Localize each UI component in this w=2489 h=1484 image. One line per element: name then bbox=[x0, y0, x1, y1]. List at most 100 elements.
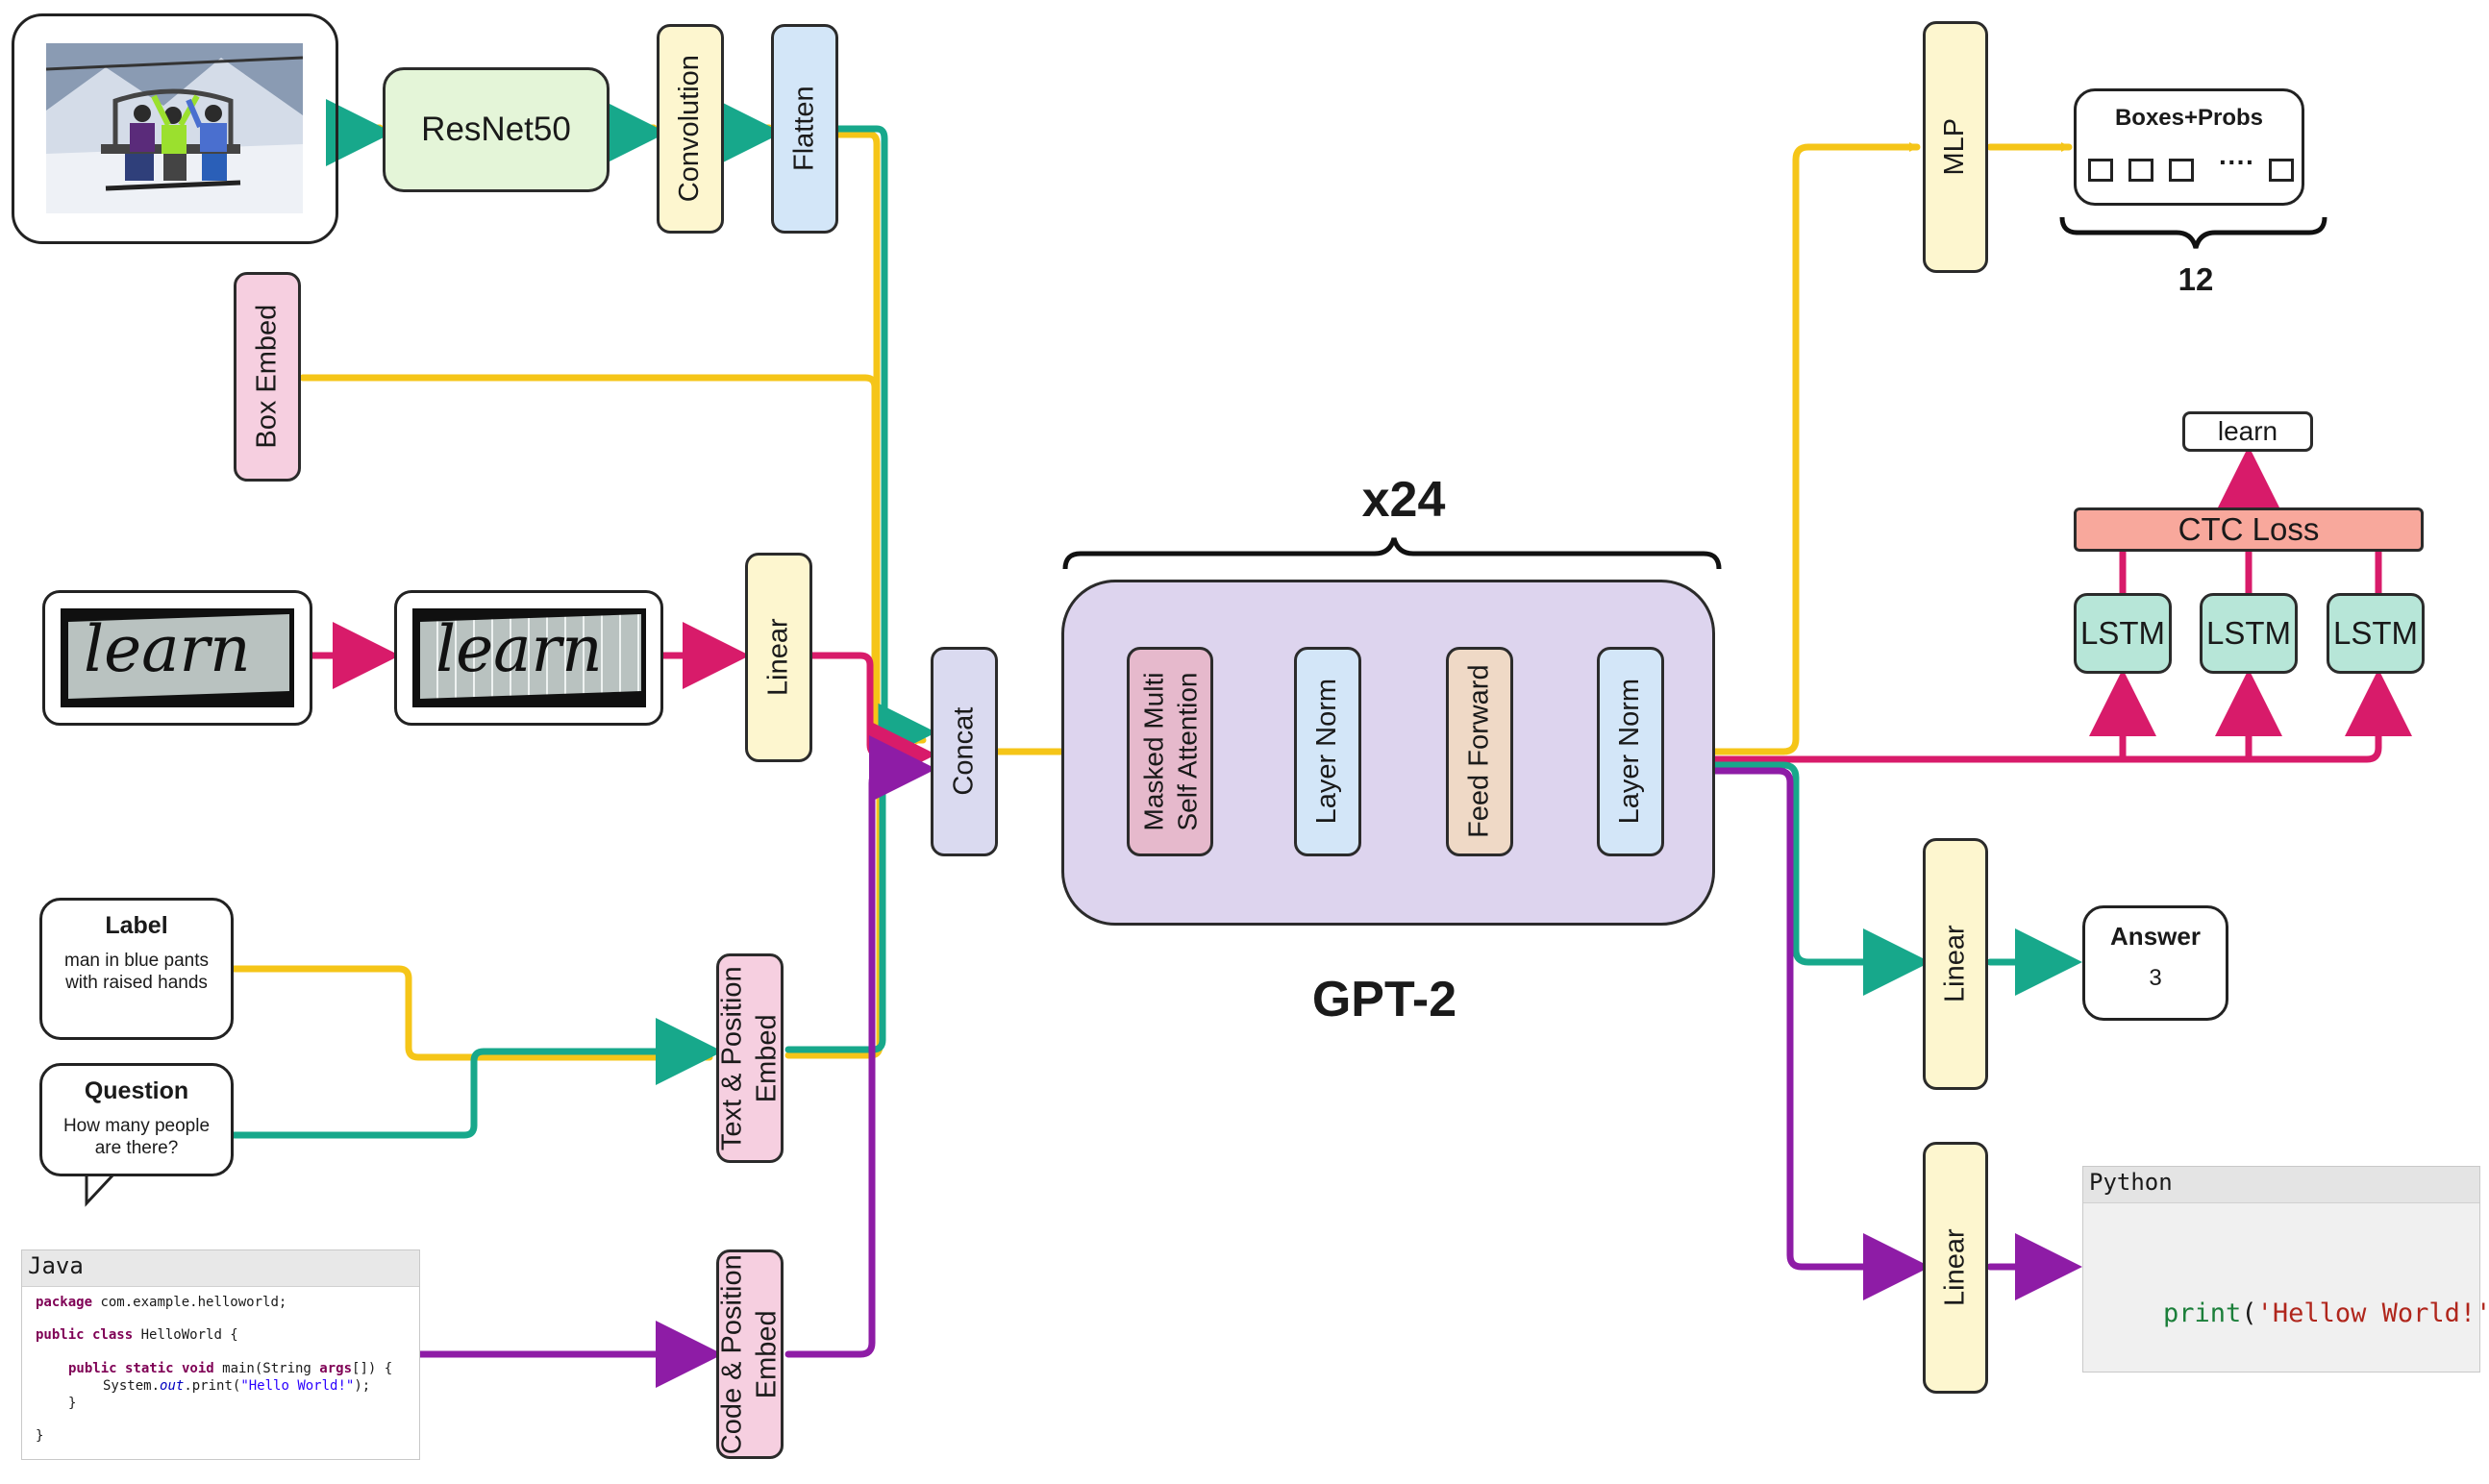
question-card-title: Question bbox=[84, 1077, 189, 1104]
resnet-block: ResNet50 bbox=[383, 67, 610, 192]
lstm-1-block: LSTM bbox=[2074, 593, 2172, 674]
box-slot-3 bbox=[2169, 159, 2194, 182]
wire-gpt-lstm bbox=[1664, 669, 2412, 763]
code-position-embed-label: Code & Position Embed bbox=[715, 1254, 785, 1454]
boxes-probs-card: Boxes+Probs ···· bbox=[2074, 88, 2304, 206]
java-line4-mid: .print( bbox=[184, 1378, 241, 1394]
java-code-panel: Java package com.example.helloworld; pub… bbox=[21, 1249, 420, 1460]
python-code-panel: Python print('Hellow World!') bbox=[2082, 1166, 2489, 1373]
attention-line2: Self Attention bbox=[1172, 672, 1203, 831]
answer-value: 3 bbox=[2149, 965, 2162, 991]
boxes-brace bbox=[2059, 216, 2327, 249]
convolution-label: Convolution bbox=[674, 55, 706, 203]
ocr-sliced-image: learn bbox=[394, 590, 663, 726]
code-embed-line1: Code & Position bbox=[716, 1254, 748, 1454]
wire-question-text-embed bbox=[230, 1018, 723, 1139]
linear-code-block: Linear bbox=[1923, 1142, 1988, 1394]
wire-box-embed bbox=[299, 374, 879, 740]
lstm-2-label: LSTM bbox=[2205, 615, 2291, 651]
text-position-embed-block: Text & Position Embed bbox=[716, 953, 784, 1163]
question-card-line1: How many people bbox=[62, 1116, 211, 1136]
ctc-loss-block: CTC Loss bbox=[2074, 507, 2424, 552]
attention-line1: Masked Multi bbox=[1138, 672, 1169, 831]
label-card-title: Label bbox=[105, 912, 168, 939]
java-line6: } bbox=[36, 1428, 44, 1444]
wire-text-embed-concat bbox=[784, 755, 884, 1059]
boxes-probs-title: Boxes+Probs bbox=[2114, 105, 2264, 131]
text-embed-line2: Embed bbox=[752, 1014, 784, 1102]
java-line4-str: "Hello World!" bbox=[240, 1378, 355, 1394]
layer-norm-2-label: Layer Norm bbox=[1614, 679, 1646, 825]
python-header: Python bbox=[2083, 1167, 2479, 1203]
wire-gpt-answer bbox=[1664, 761, 1930, 996]
ctc-loss-label: CTC Loss bbox=[2178, 511, 2320, 547]
linear-ocr-label: Linear bbox=[762, 618, 794, 697]
ocr-sliced-word: learn bbox=[436, 612, 603, 686]
java-line3-mid: main(String bbox=[213, 1361, 320, 1376]
ctc-output-label: learn bbox=[2217, 416, 2278, 446]
lstm-3-label: LSTM bbox=[2332, 615, 2418, 651]
x24-brace bbox=[1062, 537, 1722, 570]
java-line4-out: out bbox=[160, 1378, 185, 1394]
linear-answer-block: Linear bbox=[1923, 838, 1988, 1090]
label-card-line2: with raised hands bbox=[65, 973, 208, 993]
concat-block: Concat bbox=[931, 647, 998, 856]
layer-norm-1-label: Layer Norm bbox=[1311, 679, 1343, 825]
question-card-line2: are there? bbox=[94, 1138, 179, 1158]
ocr-input-word: learn bbox=[84, 612, 251, 686]
mlp-block: MLP bbox=[1923, 21, 1988, 273]
concat-label: Concat bbox=[948, 707, 980, 796]
question-card: Question How many people are there? bbox=[39, 1063, 234, 1176]
flatten-label: Flatten bbox=[788, 86, 820, 172]
text-embed-line1: Text & Position bbox=[716, 966, 748, 1150]
box-slot-1 bbox=[2088, 159, 2113, 182]
image-input-frame bbox=[12, 13, 338, 244]
flatten-block: Flatten bbox=[771, 24, 838, 234]
wire-code-embed-concat bbox=[784, 735, 936, 1358]
answer-card: Answer 3 bbox=[2082, 905, 2228, 1021]
lstm-1-label: LSTM bbox=[2079, 615, 2165, 651]
box-slot-last bbox=[2269, 159, 2294, 182]
java-line3-kw: public static void bbox=[68, 1361, 214, 1376]
java-line1-rest: com.example.helloworld; bbox=[92, 1295, 287, 1310]
lstm-3-block: LSTM bbox=[2327, 593, 2425, 674]
code-embed-line2: Embed bbox=[752, 1310, 783, 1398]
feed-forward-label: Feed Forward bbox=[1463, 664, 1495, 839]
java-line4-pre: System. bbox=[103, 1378, 161, 1394]
python-fn: print bbox=[2163, 1298, 2242, 1328]
java-line2-kw: public class bbox=[36, 1327, 134, 1343]
wire-label-text-embed bbox=[230, 965, 713, 1062]
ski-lift-photo-icon bbox=[45, 43, 304, 213]
wire-gpt-mlp bbox=[1664, 142, 1921, 755]
python-open: ( bbox=[2241, 1298, 2257, 1328]
java-line2-rest: HelloWorld { bbox=[133, 1327, 238, 1343]
ctc-output-box: learn bbox=[2182, 411, 2313, 452]
label-card-line1: man in blue pants bbox=[64, 951, 209, 971]
box-embed-block: Box Embed bbox=[234, 272, 301, 482]
wire-flatten-concat-yellow bbox=[834, 131, 927, 745]
label-card: Label man in blue pants with raised hand… bbox=[39, 898, 234, 1040]
boxes-count: 12 bbox=[2178, 261, 2214, 297]
box-embed-label: Box Embed bbox=[251, 305, 283, 449]
python-str: 'Hellow World!' bbox=[2256, 1298, 2489, 1328]
linear-code-label: Linear bbox=[1939, 1228, 1971, 1307]
linear-answer-label: Linear bbox=[1939, 925, 1971, 1003]
masked-attention-label: Masked Multi Self Attention bbox=[1136, 672, 1204, 830]
layer-norm-2-block: Layer Norm bbox=[1597, 647, 1664, 856]
code-position-embed-block: Code & Position Embed bbox=[716, 1249, 784, 1459]
java-header: Java bbox=[22, 1250, 419, 1287]
java-line3-arg: args bbox=[319, 1361, 353, 1376]
masked-attention-block: Masked Multi Self Attention bbox=[1127, 647, 1213, 856]
text-position-embed-label: Text & Position Embed bbox=[715, 966, 785, 1150]
resnet-label: ResNet50 bbox=[421, 111, 571, 148]
mlp-label: MLP bbox=[1939, 118, 1971, 176]
java-line5: } bbox=[68, 1396, 77, 1411]
convolution-block: Convolution bbox=[657, 24, 724, 234]
answer-title: Answer bbox=[2110, 922, 2201, 951]
java-line3-end: []) { bbox=[352, 1361, 393, 1376]
box-slot-2 bbox=[2128, 159, 2153, 182]
gpt2-name: GPT-2 bbox=[1311, 972, 1457, 1027]
java-line1-kw: package bbox=[36, 1295, 93, 1310]
feed-forward-block: Feed Forward bbox=[1446, 647, 1513, 856]
ocr-input-image: learn bbox=[42, 590, 312, 726]
